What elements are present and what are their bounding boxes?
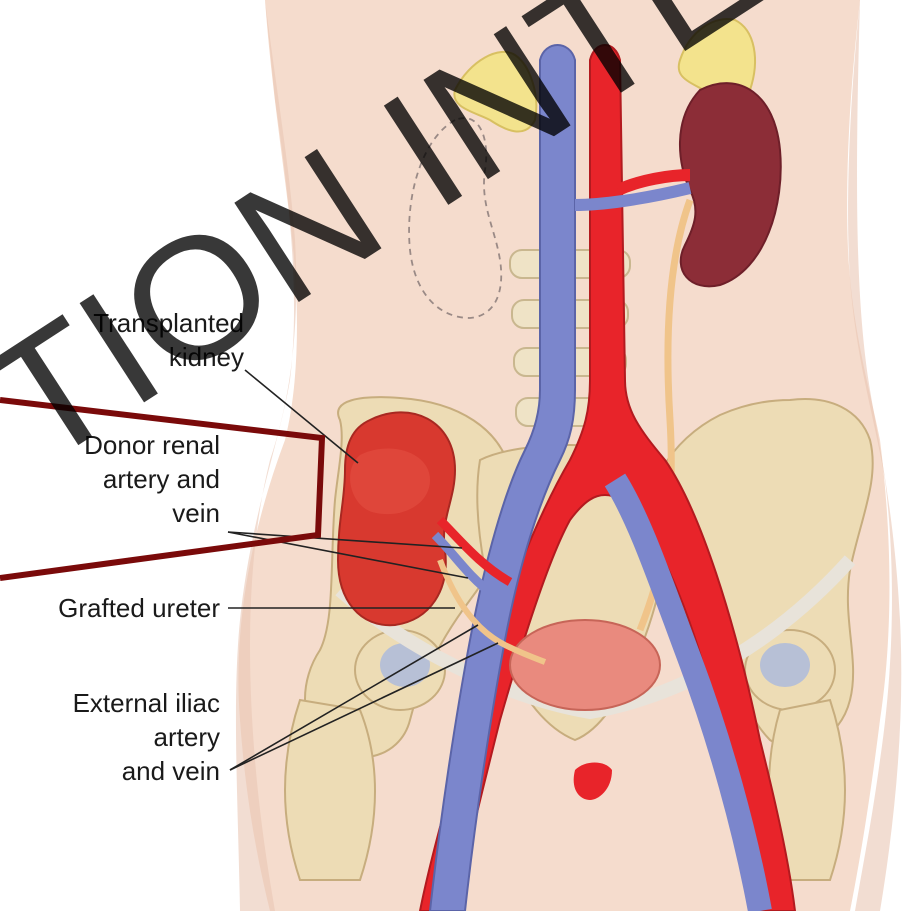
bladder [510, 620, 660, 710]
label-line: artery and [84, 462, 220, 496]
transplanted-kidney [338, 412, 455, 625]
label-grafted-ureter: Grafted ureter [58, 591, 220, 625]
label-external-iliac: External iliac artery and vein [73, 686, 220, 788]
label-line: Donor renal [84, 428, 220, 462]
label-donor-renal: Donor renal artery and vein [84, 428, 220, 530]
label-line: vein [84, 496, 220, 530]
hip-socket-right [760, 643, 810, 687]
label-transplanted-kidney: Transplanted kidney [93, 306, 244, 374]
label-line: artery [73, 720, 220, 754]
label-line: kidney [93, 340, 244, 374]
label-line: External iliac [73, 686, 220, 720]
label-line: and vein [73, 754, 220, 788]
label-line: Transplanted [93, 306, 244, 340]
